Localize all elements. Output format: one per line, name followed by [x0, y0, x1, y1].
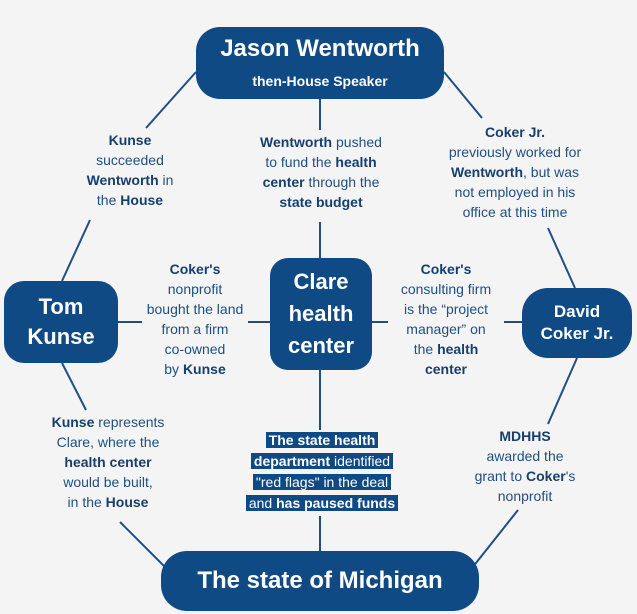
text-coker: Coker — [526, 468, 566, 484]
node-clare-line3: center — [287, 333, 355, 358]
text-office: office at this time — [462, 204, 568, 220]
text-from-a-firm: from a firm — [161, 321, 229, 337]
node-tom-line2: Kunse — [27, 324, 95, 349]
node-jason-name: Jason Wentworth — [220, 35, 420, 62]
line-jason-david-lower — [547, 227, 576, 289]
text-not-employed: not employed in his — [454, 184, 576, 200]
node-clare-line2: health — [288, 301, 354, 326]
text-succeeded: succeeded — [96, 152, 164, 168]
edge-label-wentworth-pushed: Wentworth pushed to fund the health cent… — [240, 132, 402, 212]
text-health: health — [437, 341, 479, 357]
edge-label-mdhhs: MDHHS awarded the grant to Coker's nonpr… — [464, 426, 586, 506]
text-house: House — [105, 494, 149, 510]
node-tom-line1: Tom — [38, 294, 84, 319]
text-the: the — [413, 341, 434, 357]
line-david-michigan-upper — [547, 357, 578, 425]
text-kunse: Kunse — [108, 132, 152, 148]
edge-label-kunse-succeeded: Kunse succeeded Wentworth in the House — [70, 130, 190, 210]
text-wentworth: Wentworth — [86, 172, 159, 188]
text-nonprofit: nonprofit — [167, 281, 223, 297]
text-the-state-health: The state health — [268, 432, 376, 448]
text-center: center — [262, 174, 305, 190]
text-in: in — [162, 172, 174, 188]
text-state-budget: state budget — [279, 194, 363, 210]
text-kunse: Kunse — [51, 414, 95, 430]
line-jason-tom-lower — [61, 219, 91, 282]
node-state-of-michigan: The state of Michigan — [161, 551, 479, 611]
text-cokers: Coker's — [169, 261, 221, 277]
edge-label-coker-previously: Coker Jr. previously worked for Wentwort… — [430, 122, 600, 222]
text-by: by — [164, 361, 180, 377]
text-the: the — [96, 192, 117, 208]
text-in-the: in the — [67, 494, 102, 510]
text-possessive: 's — [565, 468, 576, 484]
text-center: center — [424, 361, 468, 377]
node-jason-role: then-House Speaker — [252, 73, 388, 89]
text-house: House — [120, 192, 164, 208]
text-to-fund-the: to fund the — [265, 154, 332, 170]
text-bought-the-land: bought the land — [146, 301, 244, 317]
text-identified: identified — [334, 453, 391, 469]
line-tom-michigan-lower — [119, 521, 167, 569]
node-clare-line1: Clare — [293, 269, 349, 294]
node-clare-health-center: Clare health center — [270, 258, 372, 370]
text-cokers: Coker's — [420, 261, 472, 277]
node-michigan-name: The state of Michigan — [197, 567, 443, 594]
text-coker-jr: Coker Jr. — [485, 124, 545, 140]
text-consulting-firm: consulting firm — [400, 281, 492, 297]
text-clare-where-the: Clare, where the — [56, 434, 160, 450]
text-health: health — [335, 154, 377, 170]
text-awarded-the: awarded the — [486, 448, 564, 464]
node-jason-wentworth: Jason Wentworth then-House Speaker — [196, 27, 444, 99]
node-david-coker: David Coker Jr. — [522, 288, 632, 358]
text-through-the: through the — [308, 174, 380, 190]
text-previously-worked-for: previously worked for — [448, 144, 582, 160]
text-pushed: pushed — [336, 134, 382, 150]
text-wentworth: Wentworth — [450, 164, 524, 180]
line-david-michigan-lower — [471, 509, 519, 569]
text-but-was: , but was — [523, 164, 580, 180]
edge-label-coker-consulting-firm: Coker's consulting firm is the “project … — [388, 259, 504, 379]
text-health-center: health center — [64, 454, 152, 470]
text-and: and — [248, 495, 273, 511]
text-department: department — [253, 453, 331, 469]
line-jason-tom-upper — [145, 71, 197, 129]
node-david-line1: David — [553, 302, 601, 321]
text-would-be-built: would be built, — [63, 474, 153, 490]
text-grant-to: grant to — [474, 468, 523, 484]
text-manager-on: manager” on — [406, 321, 486, 337]
edge-label-coker-nonprofit: Coker's nonprofit bought the land from a… — [142, 259, 248, 379]
text-is-the-project: is the “project — [403, 301, 489, 317]
text-co-owned: co-owned — [164, 341, 226, 357]
text-wentworth: Wentworth — [260, 134, 333, 150]
line-tom-michigan-upper — [61, 362, 87, 411]
text-red-flags: "red flags" in the deal — [255, 474, 389, 490]
text-has-paused-funds: has paused funds — [276, 495, 396, 511]
text-mdhhs: MDHHS — [499, 428, 551, 444]
node-david-line2: Coker Jr. — [540, 324, 614, 343]
text-nonprofit: nonprofit — [497, 488, 553, 504]
edge-label-kunse-represents: Kunse represents Clare, where the health… — [38, 412, 178, 512]
text-represents: represents — [98, 414, 165, 430]
node-tom-kunse: Tom Kunse — [4, 281, 118, 363]
line-jason-david-upper — [443, 71, 483, 119]
edge-label-state-health-department: The state health department identified "… — [232, 430, 412, 516]
text-kunse: Kunse — [182, 361, 226, 377]
